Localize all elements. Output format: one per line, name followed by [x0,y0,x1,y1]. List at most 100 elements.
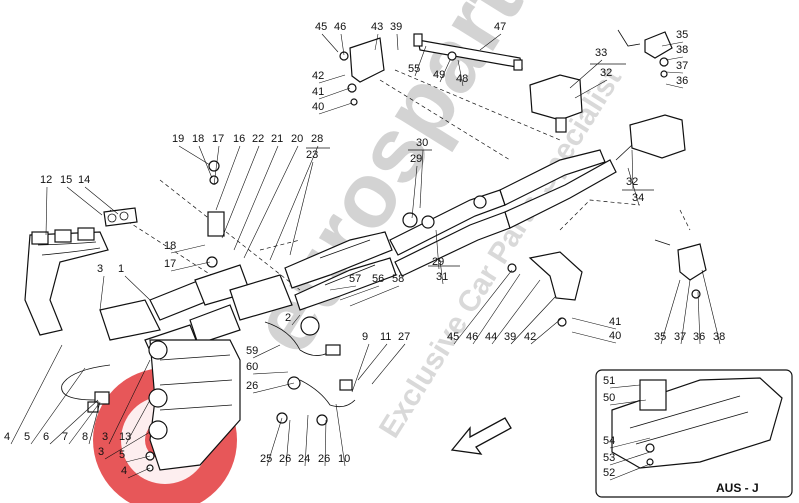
callout-leader-line [435,229,440,270]
callout-number: 40 [609,330,621,342]
callout-number: 49 [433,69,445,81]
callout-leader-line [530,317,563,345]
callout-number: 6 [43,431,49,443]
callout-number: 26 [246,380,258,392]
callout-number: 22 [252,133,264,145]
callout-leader-line [318,102,353,115]
callout-number: 7 [62,431,68,443]
callout-number: 10 [338,453,350,465]
callout-number: 42 [312,70,324,82]
callout-leader-line [335,403,346,467]
callout-number: 37 [676,60,688,72]
callout-leader-line [84,186,119,215]
callout-number: 38 [676,44,688,56]
callout-leader-line [571,317,617,330]
oxygen-sensor-rear [264,321,356,408]
callout-leader-line [10,344,63,445]
callout-leader-line [411,165,418,219]
callout-leader-line [252,371,289,375]
callout-number: 2 [285,312,291,324]
callout-number: 56 [372,273,384,285]
callout-group-brackets [306,63,654,267]
callout-leader-line [329,285,357,291]
callout-number: 18 [164,240,176,252]
exhaust-manifold-right [148,339,241,471]
callout-leader-line [170,261,211,272]
callout-leader-line [419,149,424,209]
callout-number: 50 [603,392,615,404]
callout-leader-line [252,382,295,394]
callout-leader-line [285,419,291,467]
callout-number: 46 [466,331,478,343]
callout-number: 32 [626,176,638,188]
callout-number: 51 [603,375,615,387]
callout-leader-line [660,279,681,345]
callout-leader-line [252,344,281,359]
callout-number: 29 [432,256,444,268]
callout-leader-line [127,467,151,479]
callout-leader-line [510,295,557,345]
callout-leader-line [269,145,319,261]
callout-number: 45 [315,21,327,33]
exhaust-manifold-left [24,227,109,336]
callout-leader-line [569,59,603,89]
callout-number: 15 [60,174,72,186]
callout-number: 43 [371,21,383,33]
callout-leader-line [213,145,220,186]
callout-number: 11 [380,331,391,343]
callout-number: 28 [311,133,323,145]
callout-leader-line [99,275,105,311]
hanger-35-lower [654,239,707,281]
callout-number: 41 [609,316,621,328]
callout-number: 4 [121,465,127,477]
callout-number: 8 [82,431,88,443]
rear-silencer-right [615,114,686,161]
callout-number: 48 [456,73,468,85]
callout-leader-line [661,41,684,47]
callout-number: 39 [504,331,516,343]
callout-number: 25 [260,453,272,465]
callout-leader-line [609,451,651,466]
bracket-43 [349,37,385,83]
callout-number: 20 [291,133,303,145]
callout-number: 31 [436,271,448,283]
callout-number: 52 [603,467,615,479]
callout-leader-line [609,384,641,389]
callout-leader-line [66,186,103,216]
callout-number: 35 [676,29,688,41]
callout-number: 5 [119,449,125,461]
callout-number: 30 [416,137,428,149]
callout-leader-line [457,59,464,87]
callout-leader-line [414,45,427,77]
callout-leader-line [374,33,379,51]
callout-leader-line [479,33,502,51]
callout-number: 5 [24,431,30,443]
manifold-gasket [103,207,138,227]
callout-leader-line [104,431,151,460]
callout-number: 44 [485,331,497,343]
callout-leader-line [491,279,541,345]
callout-leader-line [178,145,211,166]
callout-number: 16 [233,133,245,145]
direction-arrow [450,417,512,455]
callout-number: 53 [603,452,615,464]
callout-leader-line [125,399,151,445]
callout-leader-line [339,285,380,301]
callout-number: 17 [212,133,224,145]
center-catalyst-assembly [284,231,397,311]
callout-leader-line [439,259,444,285]
callout-leader-line [680,279,691,345]
callout-number: 17 [164,258,176,270]
callout-leader-line [349,285,400,307]
callout-number: 55 [408,63,420,75]
callout-number: 21 [271,133,283,145]
callout-leader-line [340,33,345,56]
callout-leader-line [574,79,608,99]
callout-leader-line [125,455,151,463]
inset-title: AUS - J [716,481,759,495]
callout-number: 24 [298,453,310,465]
callout-leader-line [701,269,721,345]
inset-bracket [639,379,667,411]
callout-number: 42 [524,331,536,343]
